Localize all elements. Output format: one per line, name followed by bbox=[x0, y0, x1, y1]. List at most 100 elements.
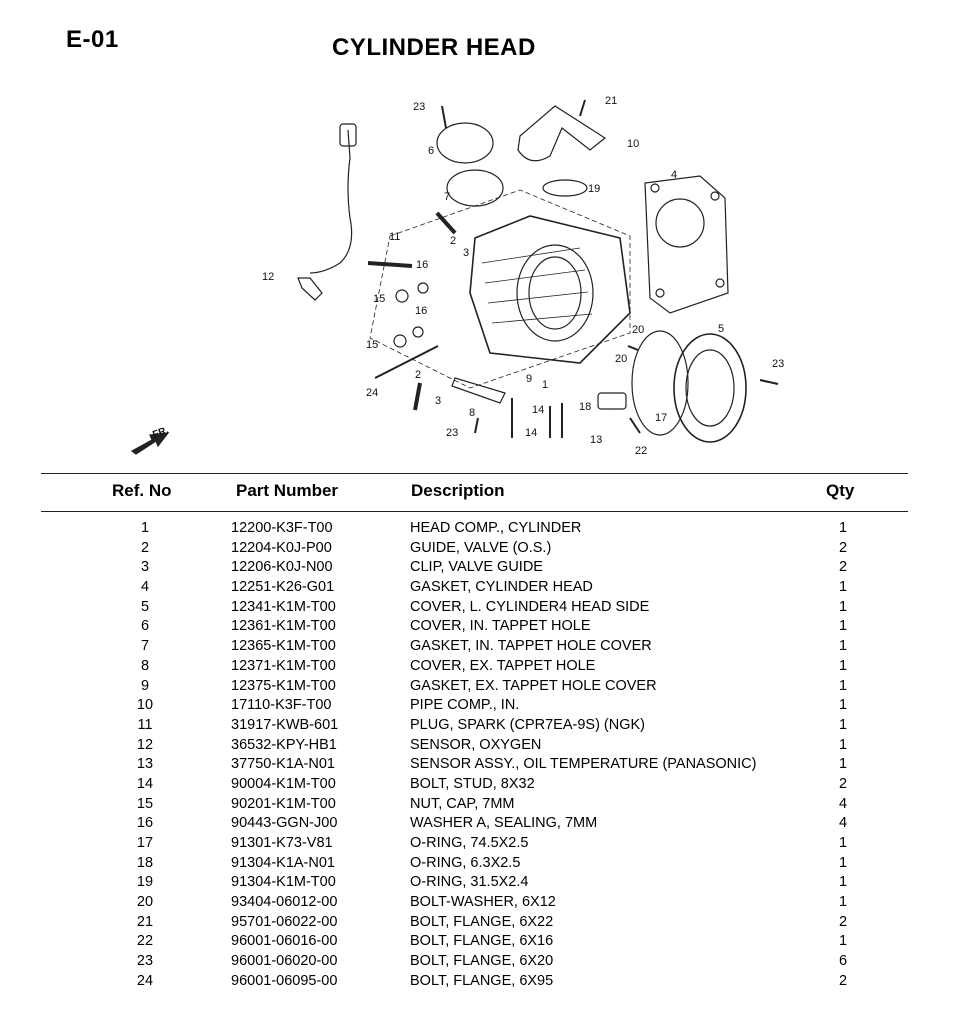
cell-qty: 2 bbox=[838, 775, 848, 792]
cell-qty: 2 bbox=[838, 559, 848, 576]
cylinder-head-body bbox=[469, 215, 631, 364]
cell-ref: 5 bbox=[140, 598, 150, 615]
cell-qty: 1 bbox=[838, 638, 848, 655]
callout: 17 bbox=[655, 412, 667, 424]
cell-qty: 1 bbox=[838, 657, 848, 674]
side-oring bbox=[631, 330, 689, 436]
sensor-wire bbox=[309, 129, 353, 274]
exploded-parts-diagram: FR. 1 2 2 3 3 4 5 6 7 8 9 10 11 12 13 14… bbox=[130, 95, 784, 457]
table-row: 9 12375-K1M-T00 GASKET, EX. TAPPET HOLE CO… bbox=[0, 677, 968, 697]
cell-description: BOLT, STUD, 8X32 bbox=[410, 775, 535, 792]
oxygen-sensor bbox=[297, 277, 323, 301]
callout: 8 bbox=[469, 407, 475, 419]
cell-ref: 17 bbox=[136, 835, 154, 851]
cap-nut-upper bbox=[395, 289, 409, 303]
table-header-rule bbox=[41, 511, 908, 512]
cell-part-number: 12200-K3F-T00 bbox=[231, 520, 333, 536]
cell-ref: 19 bbox=[136, 874, 154, 891]
table-row: 4 12251-K26-G01 GASKET, CYLINDER HEAD 1 bbox=[0, 578, 968, 598]
ex-tappet-cover bbox=[451, 377, 506, 404]
long-bolt bbox=[374, 345, 439, 379]
callout: 18 bbox=[579, 401, 591, 413]
in-tappet-cover bbox=[436, 122, 494, 164]
cell-ref: 1 bbox=[140, 520, 150, 536]
cell-ref: 23 bbox=[136, 953, 154, 970]
cell-part-number: 95701-06022-00 bbox=[231, 913, 338, 930]
callout: 23 bbox=[446, 427, 458, 439]
spark-plug bbox=[367, 261, 413, 268]
callout: 1 bbox=[542, 379, 548, 391]
cell-description: GASKET, IN. TAPPET HOLE COVER bbox=[410, 638, 652, 655]
cell-ref: 18 bbox=[136, 854, 154, 871]
cell-ref: 6 bbox=[140, 618, 150, 635]
column-header-qty: Qty bbox=[826, 481, 855, 500]
cell-qty: 2 bbox=[838, 539, 848, 556]
in-tappet-gasket bbox=[446, 169, 504, 207]
callout: 3 bbox=[463, 247, 469, 259]
cell-part-number: 91304-K1M-T00 bbox=[231, 874, 336, 891]
front-arrow-icon bbox=[130, 432, 170, 455]
bolt-23-top bbox=[441, 105, 447, 129]
cell-part-number: 31917-KWB-601 bbox=[231, 716, 339, 733]
callout-labels: 1 2 2 3 3 4 5 6 7 8 9 10 11 12 13 14 14 … bbox=[262, 95, 784, 457]
callout: 14 bbox=[532, 404, 544, 416]
cell-part-number: 12371-K1M-T00 bbox=[231, 657, 336, 674]
callout: 2 bbox=[415, 369, 421, 381]
cell-ref: 21 bbox=[136, 913, 154, 930]
cell-ref: 22 bbox=[136, 933, 154, 950]
table-row: 7 12365-K1M-T00 GASKET, IN. TAPPET HOLE CO… bbox=[0, 637, 968, 657]
cell-description: GASKET, EX. TAPPET HOLE COVER bbox=[410, 677, 657, 694]
cell-description: HEAD COMP., CYLINDER bbox=[410, 520, 582, 536]
cylinder-head-gasket bbox=[644, 175, 729, 314]
cell-part-number: 12375-K1M-T00 bbox=[231, 677, 336, 694]
cell-part-number: 91304-K1A-N01 bbox=[231, 854, 335, 871]
cell-qty: 1 bbox=[838, 598, 848, 615]
cell-ref: 4 bbox=[140, 579, 150, 596]
cell-part-number: 12204-K0J-P00 bbox=[231, 539, 332, 556]
cell-qty: 4 bbox=[838, 815, 848, 832]
sensor-connector bbox=[339, 123, 357, 147]
cell-part-number: 17110-K3F-T00 bbox=[231, 697, 332, 714]
cell-part-number: 12365-K1M-T00 bbox=[231, 638, 336, 655]
cell-description: NUT, CAP, 7MM bbox=[410, 795, 515, 812]
cell-part-number: 12251-K26-G01 bbox=[231, 579, 335, 596]
cell-description: SENSOR, OXYGEN bbox=[410, 736, 542, 753]
side-cover bbox=[673, 333, 747, 443]
cell-description: BOLT, FLANGE, 6X95 bbox=[410, 972, 554, 989]
callout: 23 bbox=[772, 358, 784, 370]
cell-part-number: 93404-06012-00 bbox=[231, 894, 338, 911]
cell-qty: 6 bbox=[838, 953, 848, 970]
stud-bolts bbox=[511, 398, 563, 438]
cell-description: GASKET, CYLINDER HEAD bbox=[410, 579, 593, 596]
cell-ref: 9 bbox=[140, 677, 150, 694]
cell-qty: 1 bbox=[838, 579, 848, 596]
bolt-23-bottom bbox=[474, 417, 479, 434]
callout: 3 bbox=[435, 395, 441, 407]
cell-qty: 1 bbox=[838, 677, 848, 694]
cell-qty: 1 bbox=[838, 874, 848, 891]
cell-qty: 1 bbox=[838, 697, 848, 714]
cell-ref: 13 bbox=[136, 756, 154, 773]
cell-description: SENSOR ASSY., OIL TEMPERATURE (PANASONIC… bbox=[410, 756, 757, 773]
column-header-description: Description bbox=[411, 481, 505, 500]
cell-part-number: 90443-GGN-J00 bbox=[231, 815, 338, 832]
cell-description: BOLT, FLANGE, 6X16 bbox=[410, 933, 554, 950]
cell-part-number: 96001-06016-00 bbox=[231, 933, 338, 950]
cell-ref: 14 bbox=[136, 775, 154, 792]
cell-qty: 1 bbox=[838, 854, 848, 871]
cell-description: O-RING, 74.5X2.5 bbox=[410, 835, 529, 851]
bolt-21 bbox=[579, 99, 586, 117]
valve-guide bbox=[413, 382, 422, 411]
column-header-part-number: Part Number bbox=[236, 481, 339, 500]
cell-ref: 7 bbox=[140, 638, 150, 655]
cap-nut-lower bbox=[393, 334, 407, 348]
